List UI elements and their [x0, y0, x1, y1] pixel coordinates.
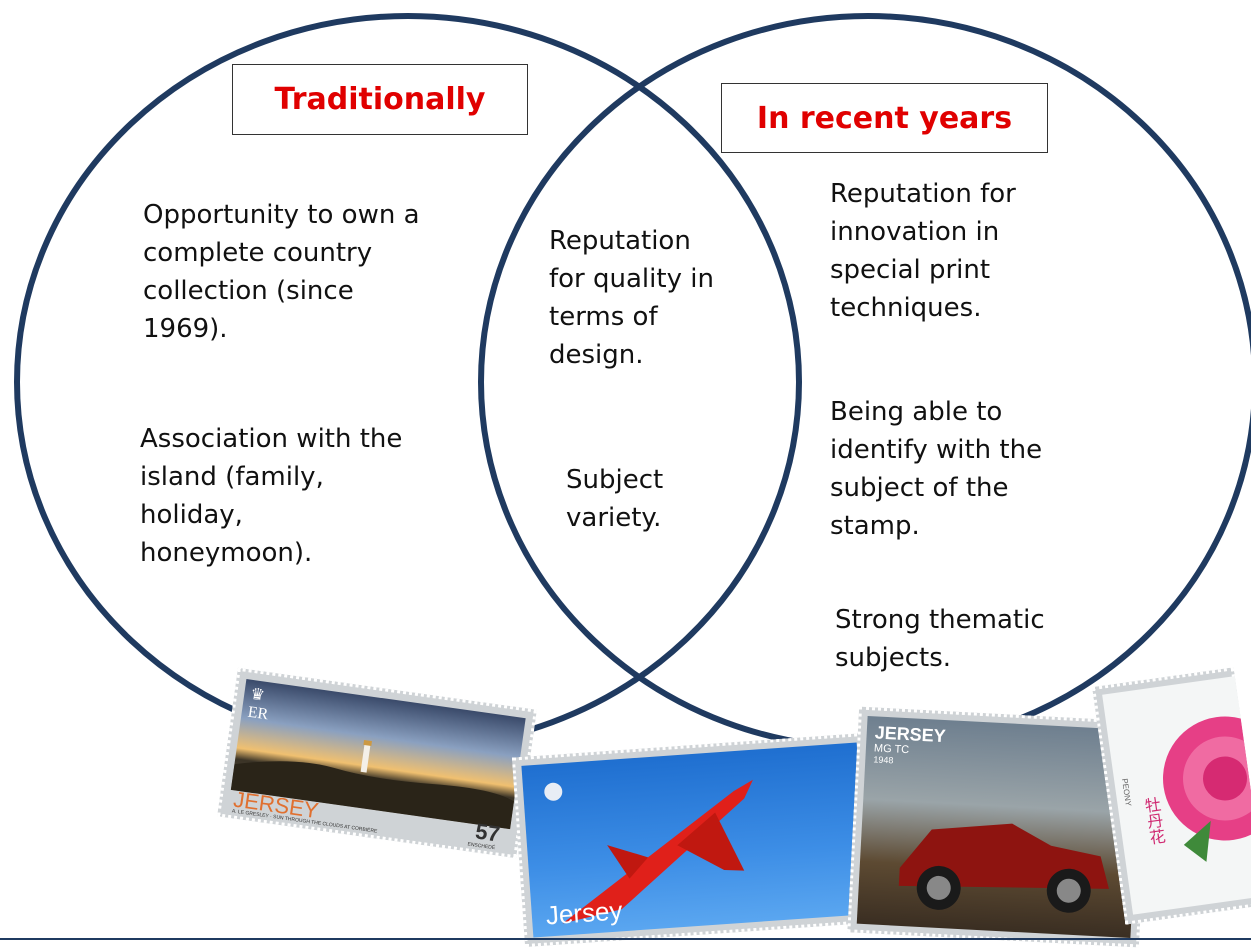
text-line: Strong thematic: [835, 605, 1045, 635]
recent-years-header: In recent years: [721, 83, 1048, 153]
jet-icon: [544, 779, 753, 924]
lighthouse-image: ♛ ER: [230, 679, 526, 830]
stamp-lighthouse: ♛ ER JERSEY 57 A. LE GRESLEY · SUN THROU…: [217, 667, 537, 859]
right-paragraph-2: Being able to identify with the subject …: [830, 393, 1042, 545]
text-line: holiday,: [140, 500, 243, 530]
car-image: JERSEY MG TC 1948 48: [856, 715, 1142, 939]
royal-cypher: ER: [246, 703, 270, 724]
peony-flower-icon: [1163, 716, 1251, 862]
jet-image: Jersey: [521, 742, 869, 938]
text-line: design.: [549, 340, 644, 370]
text-line: Being able to: [830, 397, 1003, 427]
stamp-car: JERSEY MG TC 1948 48: [847, 706, 1151, 948]
traditionally-header: Traditionally: [232, 64, 528, 135]
text-line: for quality in: [549, 264, 714, 294]
text-line: Association with the: [140, 424, 403, 454]
car-year: 1948: [873, 754, 894, 766]
lighthouse-icon: [230, 739, 514, 830]
text-line: subjects.: [835, 643, 952, 673]
text-line: subject of the: [830, 473, 1009, 503]
text-line: techniques.: [830, 293, 982, 323]
queen-silhouette-icon: [544, 782, 563, 801]
text-line: terms of: [549, 302, 658, 332]
peony-image: PEONY 牡丹花: [1102, 676, 1251, 915]
stamp-peony: PEONY 牡丹花: [1091, 667, 1251, 925]
crown-cypher: ♛: [249, 685, 266, 705]
text-line: honeymoon).: [140, 538, 313, 568]
center-paragraph-1: Reputation for quality in terms of desig…: [549, 222, 714, 374]
text-line: 1969).: [143, 314, 228, 344]
text-line: complete country: [143, 238, 373, 268]
left-paragraph-2: Association with the island (family, hol…: [140, 420, 402, 572]
text-line: stamp.: [830, 511, 920, 541]
bottom-rule: [0, 938, 1251, 940]
right-paragraph-3: Strong thematic subjects.: [835, 601, 1045, 677]
stamp-country: Jersey: [544, 895, 624, 931]
text-line: Reputation: [549, 226, 691, 256]
text-line: innovation in: [830, 217, 1000, 247]
left-paragraph-1: Opportunity to own a complete country co…: [143, 196, 420, 348]
text-line: variety.: [566, 503, 662, 533]
text-line: Subject: [566, 465, 664, 495]
car-icon: [898, 823, 1109, 913]
text-line: Opportunity to own a: [143, 200, 420, 230]
stamp-jet: Jersey: [511, 732, 879, 948]
text-line: collection (since: [143, 276, 354, 306]
right-paragraph-1: Reputation for innovation in special pri…: [830, 175, 1016, 327]
center-paragraph-2: Subject variety.: [566, 461, 663, 537]
text-line: identify with the: [830, 435, 1043, 465]
text-line: island (family,: [140, 462, 324, 492]
text-line: special print: [830, 255, 991, 285]
text-line: Reputation for: [830, 179, 1016, 209]
